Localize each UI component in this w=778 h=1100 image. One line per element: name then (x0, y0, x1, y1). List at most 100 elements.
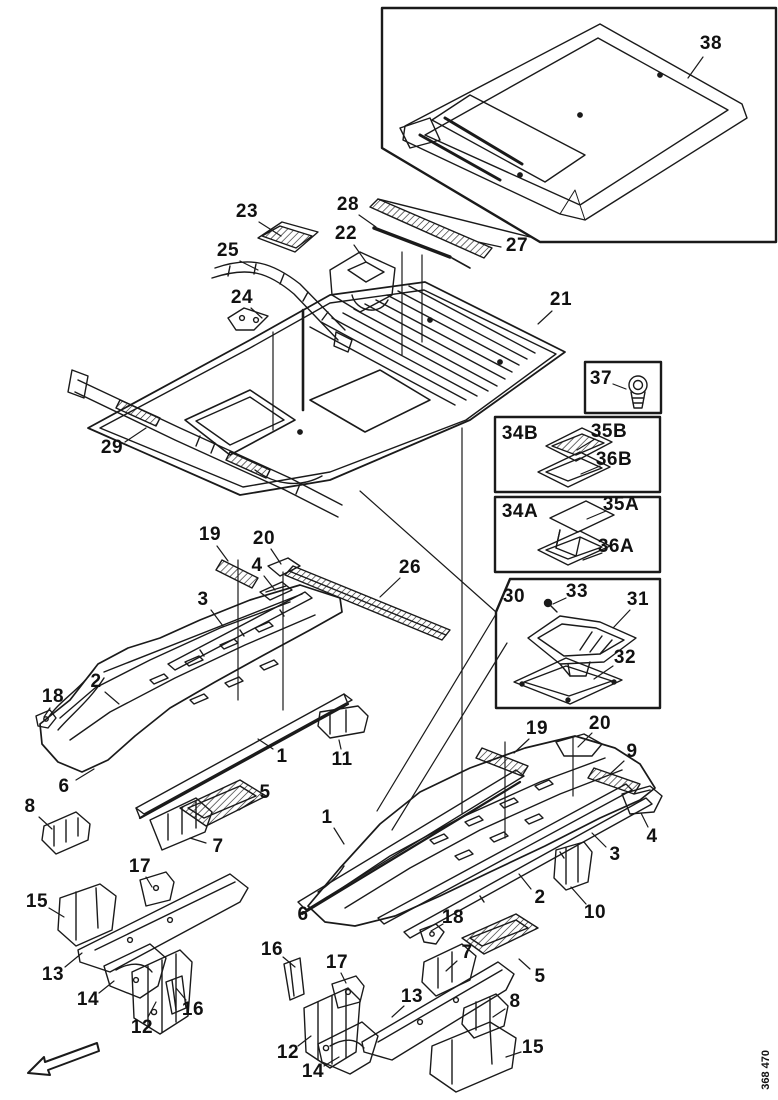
leader-line-1 (334, 828, 344, 844)
leader-line-9 (610, 761, 624, 774)
leader-lines (39, 57, 703, 1066)
part-29-front-cross-rail (68, 370, 342, 517)
leader-line-1 (258, 739, 273, 749)
callout-21: 21 (549, 289, 573, 310)
callout-8: 8 (24, 796, 36, 817)
part-7-bracket-left (150, 798, 212, 850)
callout-7: 7 (212, 836, 224, 857)
callout-13: 13 (400, 986, 424, 1007)
callout-33: 33 (565, 581, 589, 602)
callout-2: 2 (90, 671, 102, 692)
leader-line-15 (506, 1052, 521, 1057)
part-10-bracket-right (554, 842, 592, 890)
part-5-plate-left (180, 780, 266, 826)
part-3-rail-right (404, 798, 652, 938)
callout-19: 19 (525, 718, 549, 739)
callout-35B: 35B (590, 421, 628, 442)
part-24-bracket (228, 308, 268, 330)
leader-line-18 (44, 708, 50, 717)
leader-line-21 (538, 311, 552, 324)
part-4-bracket-right (622, 786, 662, 814)
callout-27: 27 (505, 235, 529, 256)
leader-line-15 (49, 908, 64, 917)
callout-12: 12 (276, 1042, 300, 1063)
callout-2: 2 (534, 887, 546, 908)
callout-19: 19 (198, 524, 222, 545)
part-27-hatched-strip (370, 199, 530, 258)
leader-line-13 (65, 953, 82, 967)
part-35B-cover (546, 428, 612, 461)
part-17-bracket-right (332, 976, 364, 1008)
leader-line-29 (125, 428, 146, 442)
leader-line-6 (313, 897, 327, 907)
callout-34A: 34A (501, 501, 539, 522)
inset-box-38 (382, 8, 776, 242)
part-26-sill-strip (285, 566, 450, 640)
leader-line-33 (553, 598, 566, 604)
callout-34B: 34B (501, 423, 539, 444)
leader-line-36B (581, 466, 600, 474)
callout-16: 16 (260, 939, 284, 960)
callout-8: 8 (509, 991, 521, 1012)
part-19-strip-right (476, 748, 528, 776)
part-11-bracket-left (318, 706, 368, 738)
leader-line-23 (259, 222, 281, 236)
leader-line-4 (641, 813, 648, 827)
leader-line-35A (587, 511, 606, 519)
callout-16: 16 (181, 999, 205, 1020)
part-3-rail-left (168, 592, 312, 670)
inset-box-34B (495, 417, 660, 492)
leader-line-5 (519, 959, 530, 969)
leader-line-18 (431, 924, 443, 931)
leader-line-27 (478, 242, 501, 247)
callout-4: 4 (251, 555, 263, 576)
callout-25: 25 (216, 240, 240, 261)
leader-line-13 (392, 1006, 404, 1017)
callout-18: 18 (441, 907, 465, 928)
leader-line-32 (594, 666, 613, 679)
part-36A-frame (538, 531, 610, 565)
callout-13: 13 (41, 964, 65, 985)
callout-15: 15 (521, 1037, 545, 1058)
callout-6: 6 (58, 776, 70, 797)
part-7-bracket-right (422, 944, 476, 996)
leader-line-7 (446, 961, 457, 971)
part-14-bracket-left (104, 944, 166, 998)
inset-box-37 (585, 362, 661, 413)
leader-line-3 (592, 833, 606, 847)
leader-line-20 (578, 733, 592, 747)
part-16-angle-right (284, 958, 304, 1000)
direction-arrow-icon (28, 1043, 99, 1075)
leader-line-37 (613, 384, 626, 389)
part-5-plate-right (462, 914, 538, 954)
part-20-bracket-right (556, 734, 602, 756)
part-35A-cover (550, 501, 614, 556)
part-36B-frame (538, 452, 610, 487)
callout-11: 11 (331, 749, 353, 770)
leader-line-19 (217, 546, 228, 561)
callout-4: 4 (646, 826, 658, 847)
callout-18: 18 (41, 686, 65, 707)
inset-box-30 (496, 579, 660, 708)
callout-26: 26 (398, 557, 422, 578)
callout-14: 14 (76, 989, 100, 1010)
part-16-angle-left (166, 976, 186, 1014)
callout-37: 37 (589, 368, 613, 389)
callout-12: 12 (130, 1017, 154, 1038)
part-15-bracket-right (430, 1022, 516, 1092)
left-floor-assembly (36, 558, 368, 1034)
callout-32: 32 (613, 647, 637, 668)
leader-line-17 (146, 877, 152, 887)
callout-6: 6 (297, 904, 309, 925)
part-8-bracket-left (42, 812, 90, 854)
callout-3: 3 (197, 589, 209, 610)
part-22-bracket (330, 252, 395, 312)
leader-line-36A (583, 553, 602, 560)
part-31-tray (528, 616, 636, 676)
leader-line-7 (190, 838, 206, 843)
leader-line-22 (354, 245, 366, 262)
leader-line-16 (176, 988, 186, 1000)
callout-5: 5 (259, 782, 271, 803)
